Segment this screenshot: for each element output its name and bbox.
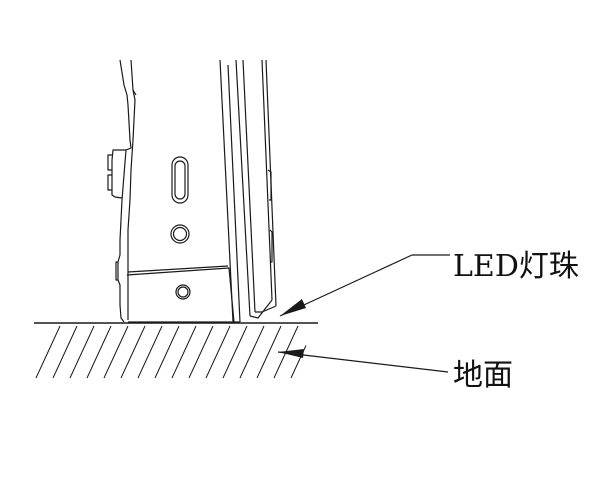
- hatch-line: [35, 325, 61, 379]
- bottom-module-box: [126, 267, 235, 323]
- ground-arrowhead: [278, 349, 304, 358]
- hatch-line: [171, 325, 197, 379]
- hatch-line: [205, 325, 231, 379]
- ground-hatching: [35, 325, 307, 379]
- hatch-line: [86, 325, 112, 379]
- hatch-line: [103, 325, 129, 379]
- led-callout-label: LED灯珠: [453, 249, 579, 284]
- hatch-line: [222, 325, 248, 379]
- hatch-line: [52, 325, 78, 379]
- hatch-line: [154, 325, 180, 379]
- hatch-line: [120, 325, 146, 379]
- frame-rail-3: [235, 59, 251, 317]
- ground-callout-label: 地面: [453, 358, 513, 393]
- hatch-line: [137, 325, 163, 379]
- mounting-slot: [171, 156, 189, 204]
- upper-screw: [170, 224, 190, 244]
- led-leader: [279, 254, 450, 317]
- frame-rail-1: [219, 59, 234, 323]
- cabinet-left-contour: [117, 59, 132, 323]
- ground-leader: [277, 349, 449, 373]
- frame-rail-5: [261, 59, 273, 301]
- frame-rail-2: [227, 64, 241, 323]
- led-arrowhead: [280, 299, 306, 316]
- lower-screw: [175, 284, 191, 300]
- display-cabinet-profile: [107, 59, 277, 323]
- hatch-line: [239, 325, 265, 379]
- hatch-line: [69, 325, 95, 379]
- hatch-line: [188, 325, 214, 379]
- frame-rail-4: [242, 59, 256, 313]
- cabinet-left-inner-contour: [127, 59, 136, 320]
- hatch-line: [256, 325, 282, 379]
